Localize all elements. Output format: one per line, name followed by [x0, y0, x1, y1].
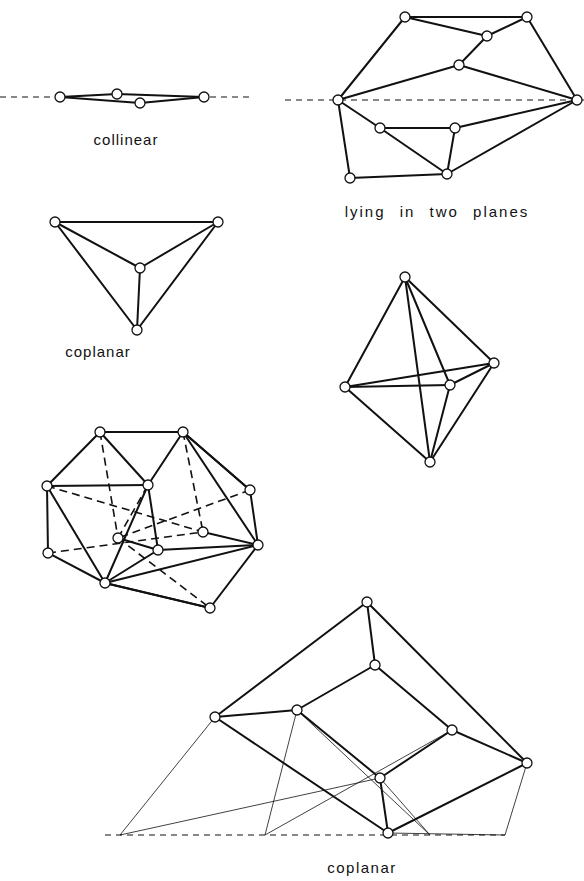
joint: [340, 272, 499, 467]
joint: [333, 12, 582, 183]
joint: [50, 217, 223, 335]
joint: [210, 597, 532, 838]
hidden-bars: [47, 432, 250, 608]
reference-line: [0, 97, 250, 98]
framework-bars: [215, 602, 527, 833]
figure-caption: lying in two planes: [345, 203, 530, 220]
framework-bars: [60, 94, 204, 103]
reference-line: [105, 835, 505, 836]
joint: [42, 427, 263, 613]
figure-caption: collinear: [94, 131, 159, 148]
framework-bars: [47, 432, 258, 608]
framework-bars: [55, 222, 218, 330]
construction-lines: [120, 710, 527, 835]
framework-bars: [345, 277, 494, 462]
reference-line: [285, 100, 584, 101]
framework-bars: [338, 17, 577, 178]
figure-caption: coplanar: [65, 343, 131, 360]
figure-caption: coplanar: [327, 859, 397, 876]
joint: [55, 89, 209, 108]
